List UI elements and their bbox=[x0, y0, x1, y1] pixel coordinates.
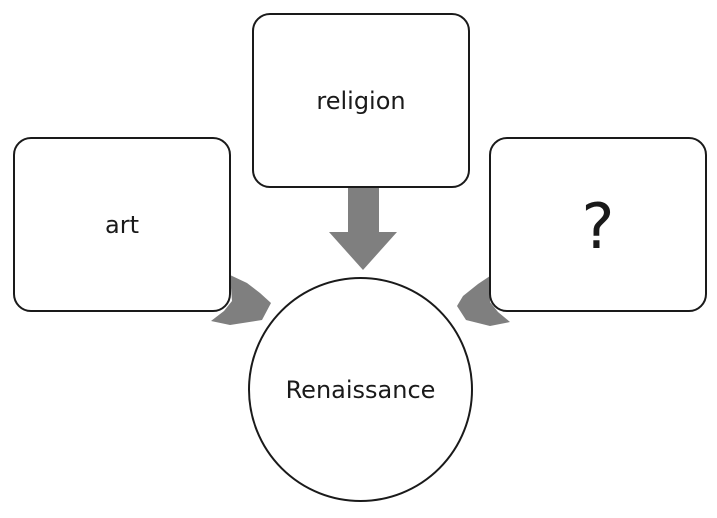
node-unknown: ? bbox=[489, 137, 707, 312]
node-art: art bbox=[13, 137, 231, 312]
node-art-label: art bbox=[105, 210, 139, 239]
node-religion-label: religion bbox=[316, 86, 406, 115]
node-religion: religion bbox=[252, 13, 470, 188]
node-renaissance: Renaissance bbox=[248, 277, 473, 502]
arrow-art-to-renaissance bbox=[211, 275, 271, 325]
arrow-religion-to-renaissance bbox=[329, 188, 397, 270]
node-unknown-label: ? bbox=[581, 190, 615, 263]
node-renaissance-label: Renaissance bbox=[285, 375, 436, 404]
arrow-unknown-to-renaissance bbox=[457, 276, 510, 326]
